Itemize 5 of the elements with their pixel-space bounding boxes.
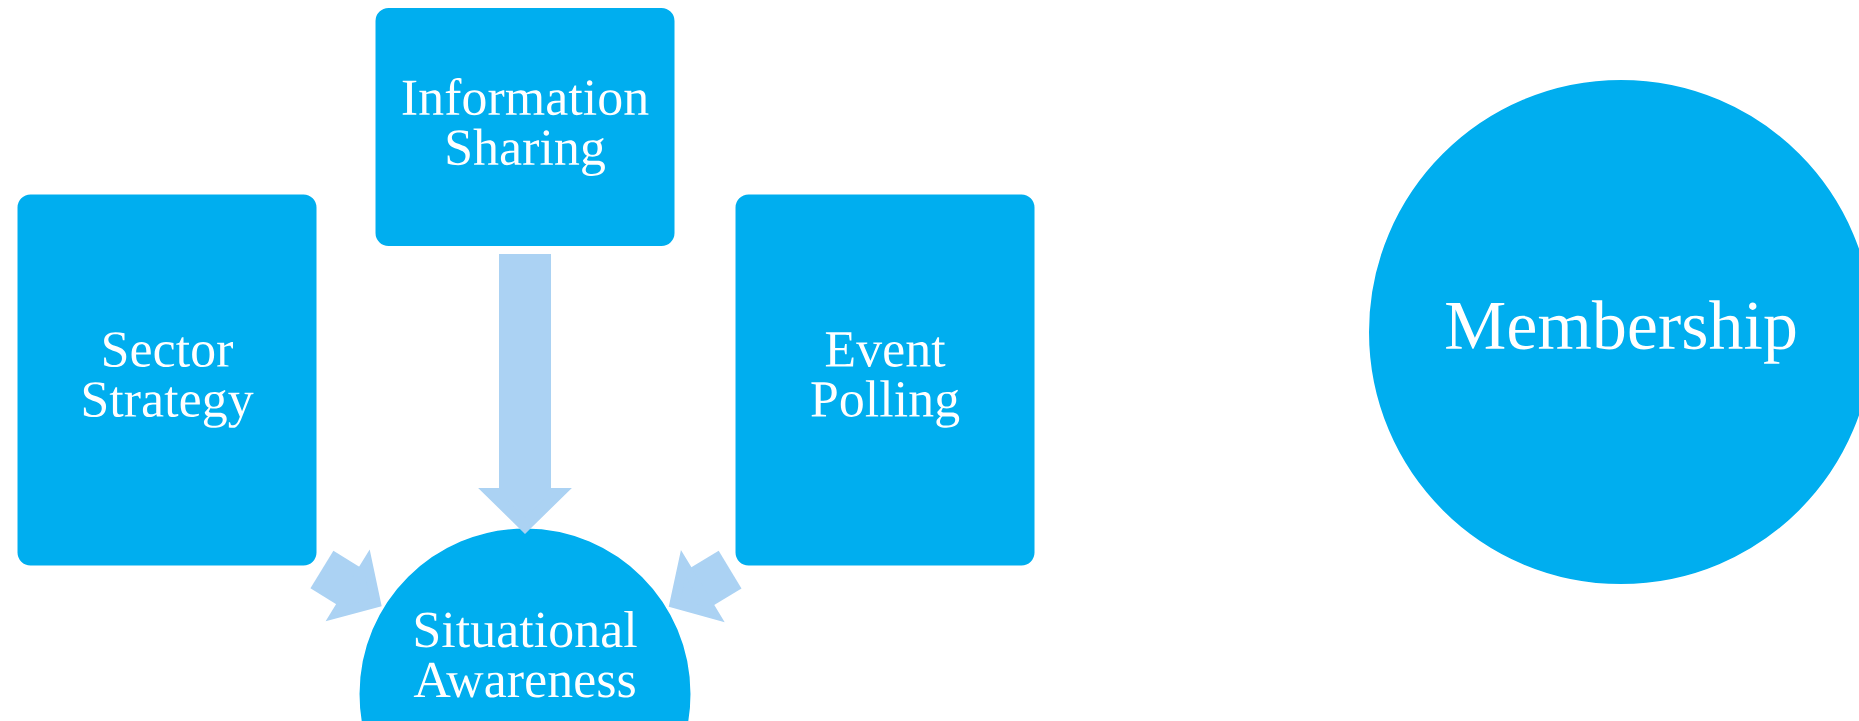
rounded-box: Information Sharing [373,6,677,248]
circle-node: Situational Awareness [357,526,693,721]
rounded-box: Event Polling [733,192,1037,568]
circle-node: Membership [1367,78,1859,586]
rounded-box: Sector Strategy [15,192,319,568]
